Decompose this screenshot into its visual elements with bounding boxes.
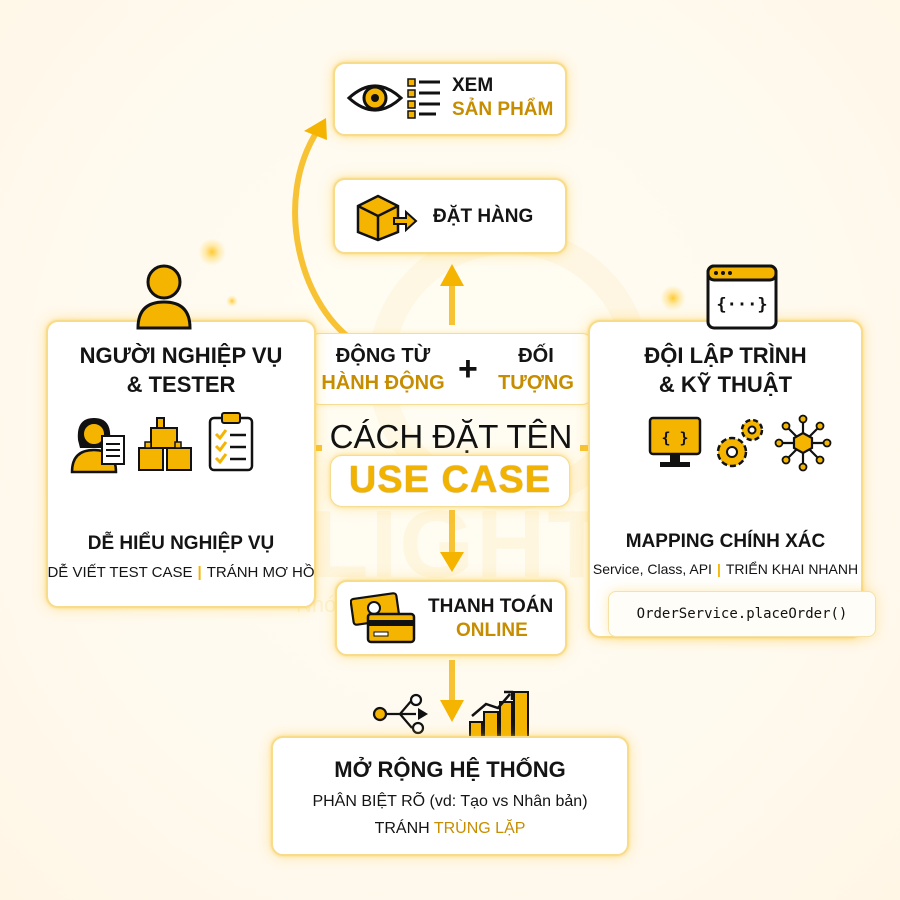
dev-tech-panel (588, 320, 863, 638)
left-detail-b: TRÁNH MƠ HỒ (206, 564, 315, 581)
businesswoman-icon (70, 418, 125, 474)
left-subtitle: DỄ HIỂU NGHIỆP VỤ (87, 533, 275, 554)
right-title-line2: & KỸ THUẬT (658, 372, 793, 397)
main-title-line2: USE CASE (348, 459, 552, 501)
view-product-line2: SẢN PHẨM (452, 99, 554, 120)
code-example: OrderService.placeOrder() (608, 591, 876, 637)
scale-system-card (271, 736, 629, 856)
person-icon (136, 264, 192, 330)
object-line2: TƯỢNG (498, 372, 574, 394)
arrowhead-payment (440, 552, 464, 572)
payment-line2: ONLINE (456, 620, 528, 641)
checklist-icon (208, 412, 254, 472)
right-detail-b: TRIỂN KHAI NHANH (725, 561, 859, 577)
package-arrow-icon (356, 194, 418, 242)
code-window-text: {···} (716, 295, 767, 315)
right-detail-a: Service, Class, API (592, 561, 712, 577)
main-title-line1: CÁCH ĐẶT TÊN (329, 418, 573, 455)
bottom-line2: TRÁNH TRÙNG LẶP (271, 820, 629, 838)
arrowhead-bottom (440, 700, 464, 722)
plus-icon: + (458, 350, 478, 388)
bottom-title: MỞ RỘNG HỆ THỐNG (334, 757, 566, 782)
view-product-line1: XEM (452, 75, 494, 96)
arrowhead-top (304, 118, 327, 140)
monitor-code-icon: { } (648, 416, 702, 467)
bottom-line1: PHÂN BIỆT RÕ (vd: Tạo vs Nhân bản) (312, 793, 588, 810)
separator: | (197, 564, 202, 581)
bottom-line2-a: TRÁNH (374, 820, 430, 837)
eye-icon (346, 84, 404, 112)
arrowhead-order (440, 264, 464, 286)
separator: | (716, 561, 721, 577)
payment-line1: THANH TOÁN (428, 596, 554, 617)
bottom-line2-b: TRÙNG LẶP (433, 820, 526, 837)
right-title-line1: ĐỘI LẬP TRÌNH (644, 343, 807, 368)
glow-dot (226, 295, 238, 307)
place-order-label: ĐẶT HÀNG (433, 206, 534, 227)
place-order-card (333, 178, 567, 254)
glow-dot (198, 238, 226, 266)
left-detail-a: DỄ VIẾT TEST CASE (47, 564, 193, 581)
money-card-icon (350, 592, 416, 644)
right-subtitle: MAPPING CHÍNH XÁC (625, 531, 826, 552)
right-details: Service, Class, API|TRIỂN KHAI NHANH (588, 561, 863, 577)
list-icon (407, 78, 440, 119)
network-icon (774, 414, 832, 472)
verb-line1: ĐỘNG TỪ (335, 345, 431, 367)
left-title-line2: & TESTER (126, 372, 236, 397)
branch-icon (372, 693, 428, 735)
code-window-icon: {···} (706, 264, 778, 330)
glow-dot (660, 285, 686, 311)
main-title-box (330, 455, 570, 507)
left-title-line1: NGƯỜI NGHIỆP VỤ (79, 343, 283, 368)
gears-icon (716, 418, 764, 468)
monitor-text: { } (661, 429, 688, 447)
curved-arrow (292, 127, 363, 348)
verb-line2: HÀNH ĐỘNG (321, 372, 445, 394)
blocks-icon (138, 417, 192, 471)
left-details: DỄ VIẾT TEST CASE|TRÁNH MƠ HỒ (46, 564, 316, 581)
object-line1: ĐỐI (518, 345, 554, 367)
